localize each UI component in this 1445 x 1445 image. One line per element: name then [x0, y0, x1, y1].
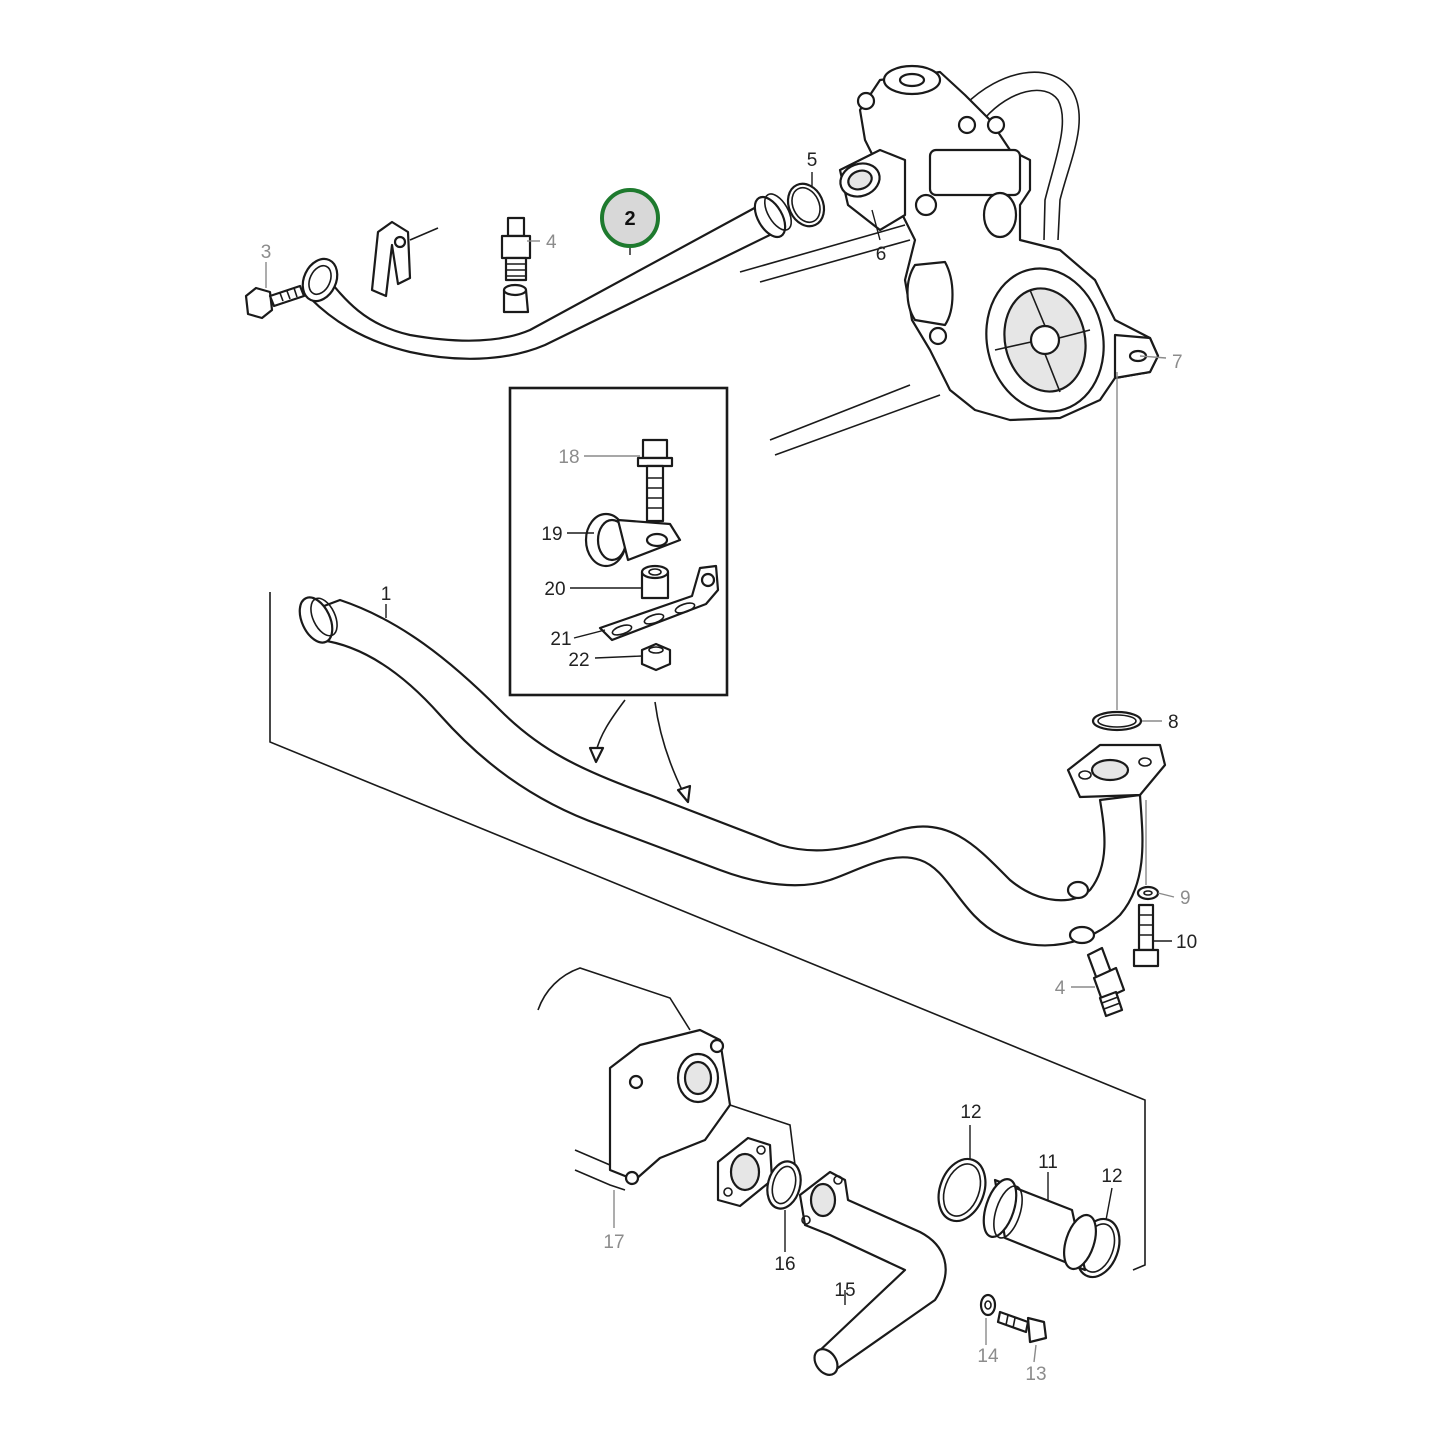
callout-3: 3: [261, 242, 272, 263]
callout-8: 8: [1168, 712, 1179, 733]
callout-18: 18: [558, 447, 579, 468]
callout-4-lower: 4: [1055, 978, 1066, 999]
callout-10: 10: [1176, 932, 1197, 953]
inset-detail-box: [508, 386, 729, 804]
callout-12-right: 12: [1101, 1166, 1122, 1187]
part-13-bolt: [996, 1310, 1048, 1344]
part-11-sleeve: [982, 1178, 1097, 1272]
part-1-main-pipe: [298, 596, 1167, 947]
lower-panel: [269, 592, 1146, 1271]
part-4-sensor-lower: [1086, 946, 1126, 1018]
callout-21: 21: [550, 629, 571, 650]
part-9-washer: [1136, 885, 1160, 901]
highlight-callout-2[interactable]: 2: [600, 188, 660, 248]
callout-14: 14: [977, 1346, 999, 1367]
part-16-o-ring: [766, 1160, 802, 1210]
callout-labels: 1 3 4 5 6 7 8 9 10 4 11 12 12 13 14 15 1…: [261, 150, 1197, 1385]
callout-19: 19: [541, 524, 562, 545]
engine-block-top: [739, 64, 1160, 456]
part-15-pipe: [798, 1170, 947, 1376]
callout-17: 17: [603, 1232, 624, 1253]
part-5-o-ring: [786, 182, 826, 228]
callout-15: 15: [834, 1280, 855, 1301]
part-14-washer: [979, 1293, 997, 1317]
callout-11: 11: [1038, 1152, 1058, 1173]
callout-1: 1: [381, 584, 392, 605]
part-2-upper-pipe: [301, 193, 793, 360]
callout-9: 9: [1180, 888, 1191, 909]
leader-lines: [265, 172, 1175, 1363]
callout-16: 16: [774, 1254, 795, 1275]
highlight-ring[interactable]: [600, 188, 660, 248]
callout-7: 7: [1172, 352, 1183, 373]
part-4-sensor-upper: [500, 216, 532, 282]
callout-12-left: 12: [960, 1102, 981, 1123]
callout-6: 6: [876, 244, 887, 265]
callout-2[interactable]: 2: [624, 208, 635, 230]
callout-5: 5: [807, 150, 818, 171]
part-17-block: [537, 967, 796, 1191]
callout-22: 22: [568, 650, 589, 671]
part-6-connector: [838, 148, 907, 232]
part-10-bolt: [1132, 903, 1160, 968]
gasket-flange: [716, 1136, 774, 1208]
part-3-bolt: [244, 284, 306, 320]
callout-4-upper: 4: [546, 232, 557, 253]
callout-20: 20: [544, 579, 565, 600]
callout-13: 13: [1025, 1364, 1046, 1385]
